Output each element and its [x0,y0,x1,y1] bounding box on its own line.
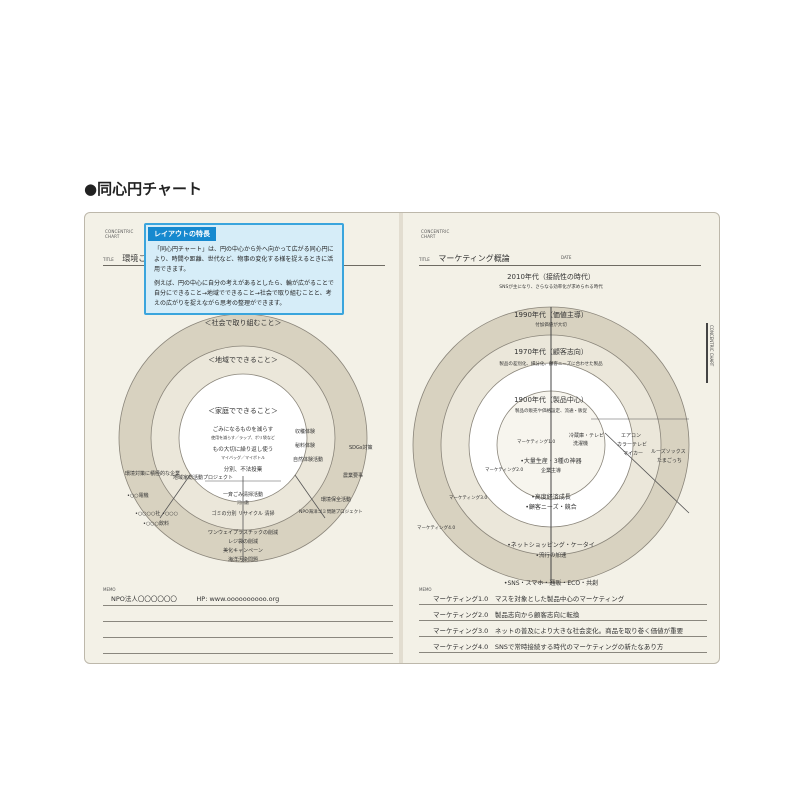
label-line: CONCENTRIC [421,229,450,234]
ring-label-region: ＜地域でできること＞ [208,355,278,364]
callout-badge: レイアウトの特長 [148,227,216,241]
ring-label-home: ＜家庭でできること＞ [208,406,278,415]
era-sub: 製品の販売や価格設定、流通・販促 [515,407,587,414]
bottom-label: レジ袋の削減 [228,538,258,545]
marketing-label: マーケティング2.0 [485,466,523,473]
layout-feature-callout: レイアウトの特長 「同心円チャート」は、円の中心から外へ向かって広がる同心円によ… [144,223,344,315]
bottom-label: 海洋汚染問題 [228,556,258,563]
callout-paragraph: 「同心円チャート」は、円の中心から外へ向かって広がる同心円により、時間や距離、世… [154,246,334,273]
wedge-item: ルーズソックス [651,448,686,455]
side-tab: CONCENTRIC CHART [706,323,719,383]
era-title: 1990年代（価値主導） [514,310,588,319]
center-text: 使用を減らす／ラップ、ポリ袋など [211,434,275,440]
era-sub: 製品の差別化、細分化、顧客ニーズに合わせた製品 [499,360,603,367]
right-label: 収穫体験 [295,428,315,435]
memo-line: NPO法人〇〇〇〇〇〇 HP: www.oooooooooo.org [103,594,393,606]
right-memo-key: MEMO [419,587,432,592]
left-title-value: 環境ごみ [122,254,155,263]
center-text: ごみになるものを減らす [213,425,274,433]
era-title: 1900年代（製品中心） [514,395,588,404]
bottom-label: ゴミの分別 リサイクル 清掃 [212,510,275,517]
memo-line [103,642,393,654]
memo-line: マーケティング1.0 マスを対象とした製品中心のマーケティング [419,594,707,605]
label-line: CHART [105,234,120,239]
memo-line: マーケティング3.0 ネットの普及により大きな社会変化。商品を取り巻く価値が重要 [419,626,707,637]
left-memo-key: MEMO [103,587,116,592]
notebook-gutter [399,213,403,663]
era-sub: SNSが主になり、さらなる効率化が求められる時代 [499,283,603,290]
right-title-row: TITLE マーケティング概論 [419,253,701,266]
bottom-label: 河川敷 [237,499,249,505]
marketing-label: マーケティング4.0 [417,524,455,531]
right-label: 農業要事 [343,472,363,479]
bottom-label: ワンウェイプラスチックの削減 [208,529,278,536]
wedge-item: カラーテレビ [617,441,647,448]
wedge-item: マイカー [623,451,643,457]
right-label: NPO海洋ゴミ問題プロジェクト [299,508,363,515]
concentric-charts: ＜社会で取り組むこと＞ ＜地域でできること＞ ＜家庭でできること＞ ごみになるも… [118,272,690,587]
marketing-label: マーケティング3.0 [449,494,487,501]
left-label: •○○○飲料 [143,520,169,527]
notebook-spread: CONCENTRIC CHART TITLE 環境ごみ ＜社会で取り組むこと＞ … [84,212,720,664]
lower-item: •SNS・スマホ・通販・ECO・共創 [504,579,598,587]
left-label: 地域家総活動プロジェクト [173,474,233,481]
memo-line [103,610,393,622]
lower-item: •流行の加速 [536,551,567,559]
callout-paragraph: 例えば、円の中心に自分の考えがあるとしたら、輪が広がることで自分にできること→地… [154,280,334,307]
memo-line [103,626,393,638]
center-text: マイバッグ／マイボトル [221,454,265,460]
memo-line: マーケティング4.0 SNSで常時接続する時代のマーケティングの新たなあり方 [419,642,707,653]
mid-item: •大量生産・3種の神器 [520,457,581,465]
left-divider [159,474,191,519]
right-concentric-chart: 2010年代（接続性の時代） SNSが主になり、さらなる効率化が求められる時代 … [412,272,690,587]
center-text: もの大切に繰り返し使う [213,445,274,453]
title-key: TITLE [103,257,114,262]
memo-line: マーケティング2.0 製品志向から顧客志向に転換 [419,610,707,621]
date-key: DATE [561,255,572,260]
left-label: 環境対策に積極的な企業 [125,470,180,477]
right-page-label: CONCENTRIC CHART [421,229,449,239]
label-line: CONCENTRIC [105,229,134,234]
ring-label-society: ＜社会で取り組むこと＞ [205,318,282,327]
right-label: 秘料体験 [295,442,315,449]
mid-item: 洗濯機 [573,440,588,447]
title-key: TITLE [419,257,430,262]
lower-item: •ネットショッピング・ケータイ [507,541,595,549]
callout-body: 「同心円チャート」は、円の中心から外へ向かって広がる同心円により、時間や距離、世… [154,245,336,313]
mid-item: 冷蔵庫・テレビ [569,432,604,439]
page-heading: ●同心円チャート [84,180,202,198]
marketing-label: マーケティング1.0 [517,438,555,445]
bottom-label: 美化キャンペーン [223,547,263,554]
right-label: 環境保全活動 [321,496,351,503]
left-label: •○○○○社 •○○○ [135,510,178,517]
lower-item: •高度経済成長 [531,493,571,501]
center-text: 分別、不法投棄 [224,465,263,473]
left-page-label: CONCENTRIC CHART [105,229,133,239]
left-label: •○○電機 [127,492,149,499]
era-sub: 付加価値が大切 [535,321,567,328]
left-concentric-chart: ＜社会で取り組むこと＞ ＜地域でできること＞ ＜家庭でできること＞ ごみになるも… [118,313,373,563]
right-label: SDGs対策 [349,444,373,451]
left-divider [294,474,326,519]
right-label: 自然体験活動 [293,456,323,463]
right-title-value: マーケティング概論 [438,254,510,263]
label-line: CHART [421,234,436,239]
side-tab-label: CONCENTRIC CHART [709,325,714,367]
era-title: 1970年代（顧客志向） [514,347,588,356]
lower-item: •顧客ニーズ・競合 [525,503,576,511]
mid-item: 企業主導 [541,467,561,474]
bottom-label: 一斉ごみ清掃活動 [223,491,263,498]
wedge-item: たまごっち [657,457,682,464]
era-title: 2010年代（接続性の時代） [507,272,595,281]
right-wedge-line [604,432,690,514]
wedge-item: エアコン [621,433,641,439]
